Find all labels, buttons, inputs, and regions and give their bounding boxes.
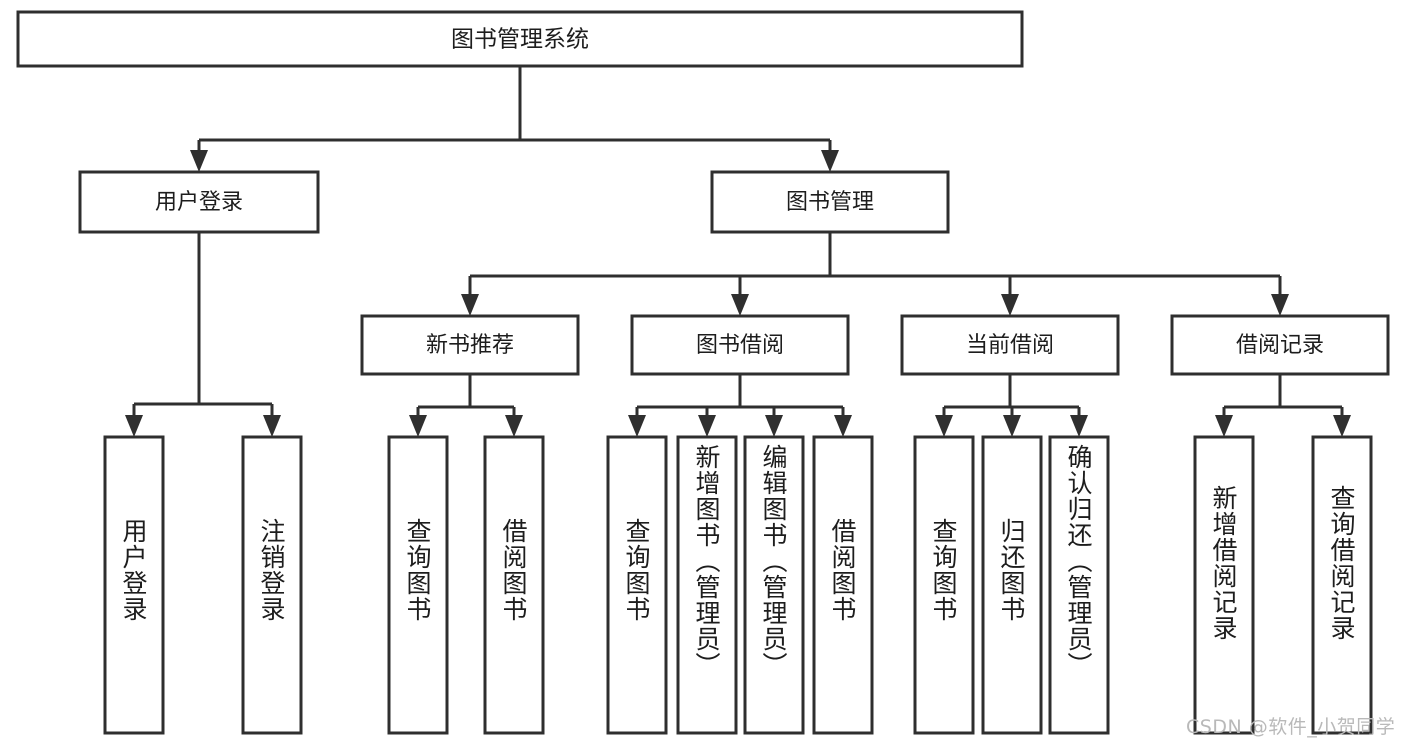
node-box-leaf-query-book-c[interactable] (913, 435, 975, 735)
node-box-leaf-logout[interactable] (241, 435, 303, 735)
node-box-leaf-borrow-book-rec[interactable] (483, 435, 545, 735)
node-box-leaf-add-record[interactable] (1193, 435, 1255, 735)
node-box-leaf-query-book-rec[interactable] (387, 435, 449, 735)
arrow-head (765, 415, 783, 437)
arrow-head (505, 415, 523, 437)
node-label-borrow-record: 借阅记录 (1236, 333, 1324, 358)
node-box-leaf-add-book[interactable] (676, 435, 738, 735)
node-box-leaf-borrow-book-b[interactable] (812, 435, 874, 735)
node-label-current-borrow: 当前借阅 (966, 333, 1054, 358)
node-box-book-borrow[interactable] (630, 314, 850, 376)
arrow-head (628, 415, 646, 437)
node-box-root[interactable] (16, 10, 1024, 68)
arrow-head (190, 150, 208, 172)
arrow-head (1215, 415, 1233, 437)
arrow-head (263, 415, 281, 437)
arrow-head (1001, 294, 1019, 316)
node-label-book-manage: 图书管理 (786, 190, 874, 215)
arrow-head (1070, 415, 1088, 437)
arrow-head (409, 415, 427, 437)
arrow-head (834, 415, 852, 437)
arrow-head (731, 294, 749, 316)
arrow-head (1271, 294, 1289, 316)
connector-layer (125, 66, 1351, 437)
node-label-new-book-rec: 新书推荐 (426, 333, 514, 358)
node-label-user-login: 用户登录 (155, 190, 243, 215)
node-box-leaf-confirm-return[interactable] (1048, 435, 1110, 735)
node-box-layer (16, 10, 1390, 735)
node-box-borrow-record[interactable] (1170, 314, 1390, 376)
node-box-new-book-rec[interactable] (360, 314, 580, 376)
node-box-book-manage[interactable] (710, 170, 950, 234)
node-box-leaf-user-login[interactable] (103, 435, 165, 735)
arrow-head (461, 294, 479, 316)
node-box-leaf-query-record[interactable] (1311, 435, 1373, 735)
arrow-head (125, 415, 143, 437)
arrow-head (821, 150, 839, 172)
node-box-leaf-return-book[interactable] (981, 435, 1043, 735)
node-box-leaf-edit-book[interactable] (743, 435, 805, 735)
node-box-current-borrow[interactable] (900, 314, 1120, 376)
arrow-head (698, 415, 716, 437)
node-label-root: 图书管理系统 (451, 27, 589, 53)
node-box-leaf-query-book-b[interactable] (606, 435, 668, 735)
node-box-user-login[interactable] (78, 170, 320, 234)
arrow-head (1333, 415, 1351, 437)
watermark-text: CSDN @软件_小贺同学 (1186, 716, 1396, 738)
node-label-book-borrow: 图书借阅 (696, 333, 784, 358)
arrow-head (1003, 415, 1021, 437)
arrow-head (935, 415, 953, 437)
